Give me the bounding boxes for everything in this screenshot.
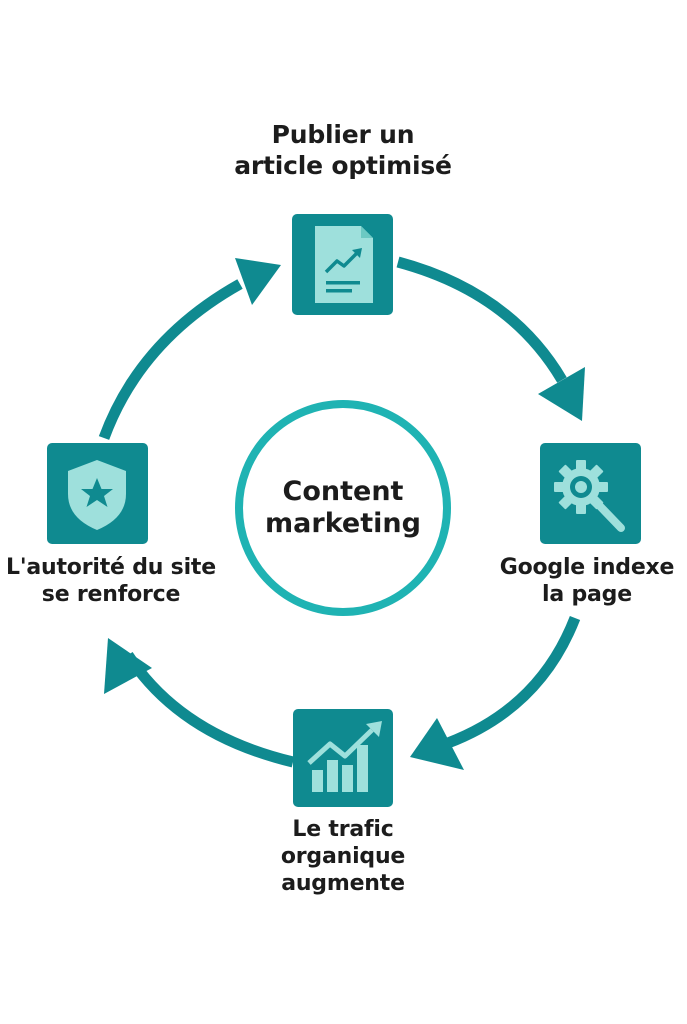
cycle-arrowheads [104, 258, 585, 770]
arrowhead-authority [104, 638, 152, 694]
center-label-line-2: marketing [265, 507, 421, 539]
step-index-icon-box [540, 443, 641, 544]
step-authority-label: L'autorité du site se renforce [6, 555, 216, 607]
arrowhead-publish [235, 258, 281, 305]
shield-star-icon [68, 460, 126, 530]
step-traffic-icon-box [293, 709, 393, 807]
step-traffic-label: Le trafic organique augmente [280, 817, 406, 896]
center-label: Content marketing [243, 476, 443, 539]
arrow-index-to-traffic [446, 616, 581, 749]
center-ring [235, 400, 451, 616]
arrow-publish-to-index [396, 256, 567, 383]
arrowhead-index [538, 367, 585, 421]
arrowhead-traffic [410, 718, 464, 770]
center-label-line-1: Content [282, 476, 404, 507]
step-authority-icon-box [47, 443, 148, 544]
step-index-label: Google indexe la page [499, 555, 675, 607]
gear-search-icon [554, 460, 625, 532]
arrow-traffic-to-authority [123, 652, 295, 768]
step-publish-label: Publier un article optimisé [234, 120, 452, 180]
cycle-arrows [98, 256, 581, 768]
document-chart-icon [315, 226, 373, 303]
step-publish-icon-box [292, 214, 393, 315]
growth-chart-icon [307, 721, 382, 792]
arrow-authority-to-publish [98, 279, 243, 440]
